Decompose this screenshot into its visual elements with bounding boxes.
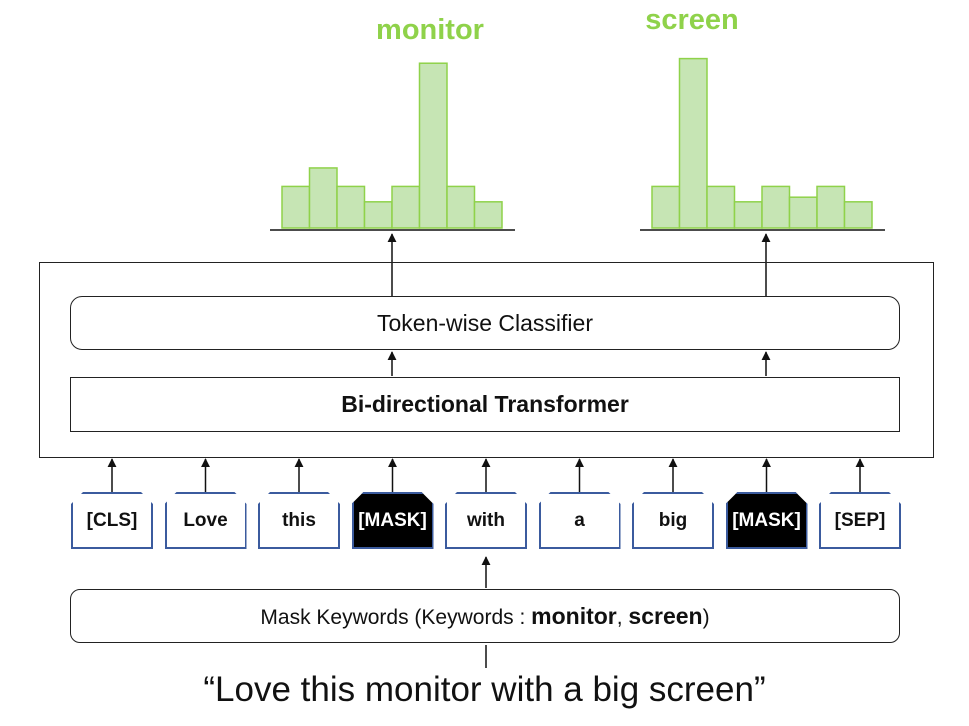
mask-keywords-box: Mask Keywords (Keywords : monitor, scree… [70,589,900,643]
token-mask: [MASK] [352,492,434,549]
histogram-screen [651,57,873,229]
token: with [445,492,527,549]
mask-prefix: Mask Keywords (Keywords : [260,605,532,629]
histogram-monitor [281,62,503,229]
token-mask: [MASK] [726,492,808,549]
mask-keyword-2: screen [628,602,703,629]
token: this [258,492,340,549]
histogram-bar [843,201,873,229]
histogram-bar [391,185,421,229]
token: big [632,492,714,549]
token: a [539,492,621,549]
histogram-label-screen: screen [645,4,739,36]
mask-suffix: ) [702,605,710,629]
histogram-bar [788,196,818,229]
mask-sep: , [616,605,629,629]
histogram-bar [418,62,448,229]
token: [CLS] [71,492,153,549]
histogram-bar [446,185,476,229]
histogram-bar [678,57,708,229]
token-arrows [107,458,865,492]
model-container [39,262,934,458]
histogram-bar [281,185,311,229]
histogram-bar [651,185,681,229]
histogram-bar [336,185,366,229]
token: Love [165,492,247,549]
token-classifier-label: Token-wise Classifier [376,309,593,336]
transformer-label: Bi-directional Transformer [341,391,629,417]
histogram-label-monitor: monitor [376,14,484,46]
histogram-bar [308,167,338,229]
histogram-bar [816,185,846,229]
token: [SEP] [819,492,901,549]
token-classifier-box: Token-wise Classifier [70,296,900,350]
mask-keyword-1: monitor [531,602,617,629]
transformer-box: Bi-directional Transformer [70,377,900,432]
histogram-bar [706,185,736,229]
histogram-bar [473,201,503,229]
histogram-bar [761,185,791,229]
histogram-bar [733,201,763,229]
histogram-bar [363,201,393,229]
input-sentence: “Love this monitor with a big screen” [203,670,766,709]
